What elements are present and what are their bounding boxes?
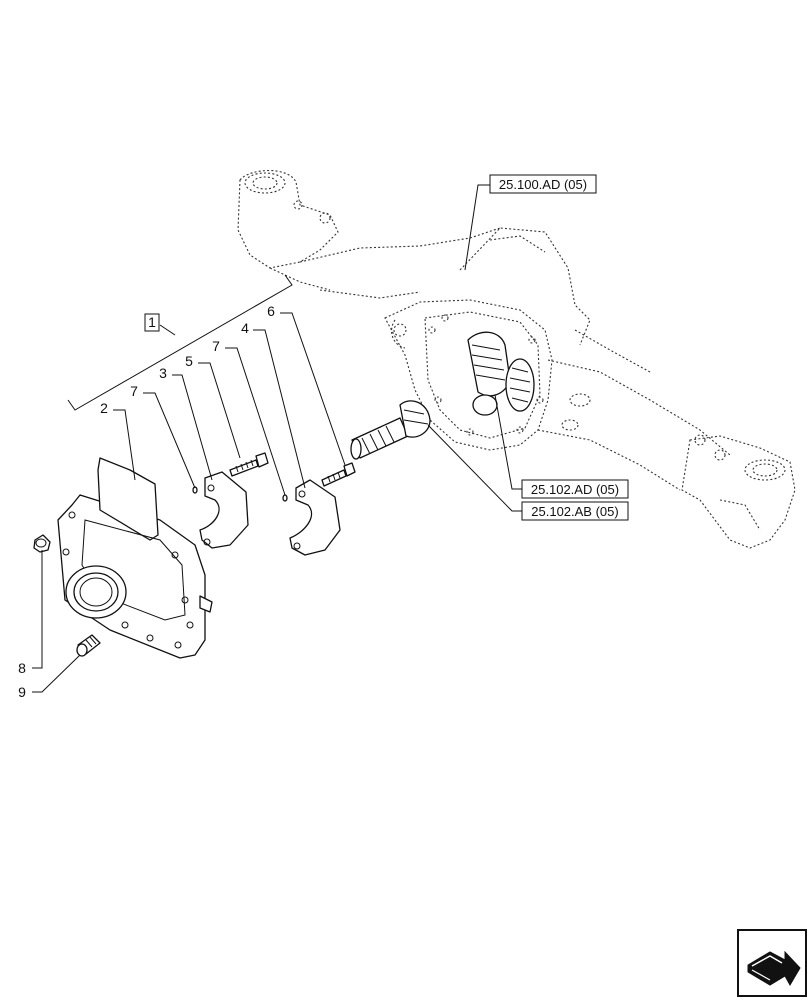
reference-label-25-102-ad: 25.102.AD (05)	[531, 482, 619, 497]
part-2-carrier-cover	[57, 457, 213, 659]
reference-label-25-100-ad: 25.100.AD (05)	[499, 177, 587, 192]
callout-8: 8	[18, 660, 26, 676]
axle-housing-ghost	[237, 170, 796, 549]
callout-7-second: 7	[212, 338, 220, 354]
leader-lines	[32, 184, 522, 693]
reference-25-102-ad[interactable]: 25.102.AD (05)	[521, 479, 629, 499]
callout-2: 2	[100, 400, 108, 416]
part-8-plug	[33, 534, 51, 553]
part-5-bolt	[229, 452, 269, 477]
part-4-bearing-cap	[289, 479, 341, 556]
part-7-pins	[192, 486, 288, 502]
reference-25-102-ab[interactable]: 25.102.AB (05)	[521, 501, 629, 521]
part-6-bolt	[321, 462, 356, 487]
part-3-bearing-cap	[199, 471, 249, 549]
differential-assembly	[467, 331, 535, 416]
callout-5: 5	[185, 353, 193, 369]
callout-6: 6	[267, 303, 275, 319]
next-page-arrow-icon[interactable]	[737, 929, 807, 997]
callout-9: 9	[18, 684, 26, 700]
reference-25-100-ad[interactable]: 25.100.AD (05)	[489, 174, 597, 194]
callout-7: 7	[130, 383, 138, 399]
callout-box-1	[144, 313, 160, 332]
callout-1: 1	[148, 314, 156, 330]
callout-bracket-1	[67, 274, 293, 411]
callout-labels: 1 2 7 3 5 7 4 6 8 9	[18, 303, 275, 700]
callout-3: 3	[159, 365, 167, 381]
reference-label-25-102-ab: 25.102.AB (05)	[531, 504, 618, 519]
pinion-shaft	[350, 400, 431, 460]
part-9-screw	[76, 634, 101, 657]
callout-4: 4	[241, 320, 249, 336]
